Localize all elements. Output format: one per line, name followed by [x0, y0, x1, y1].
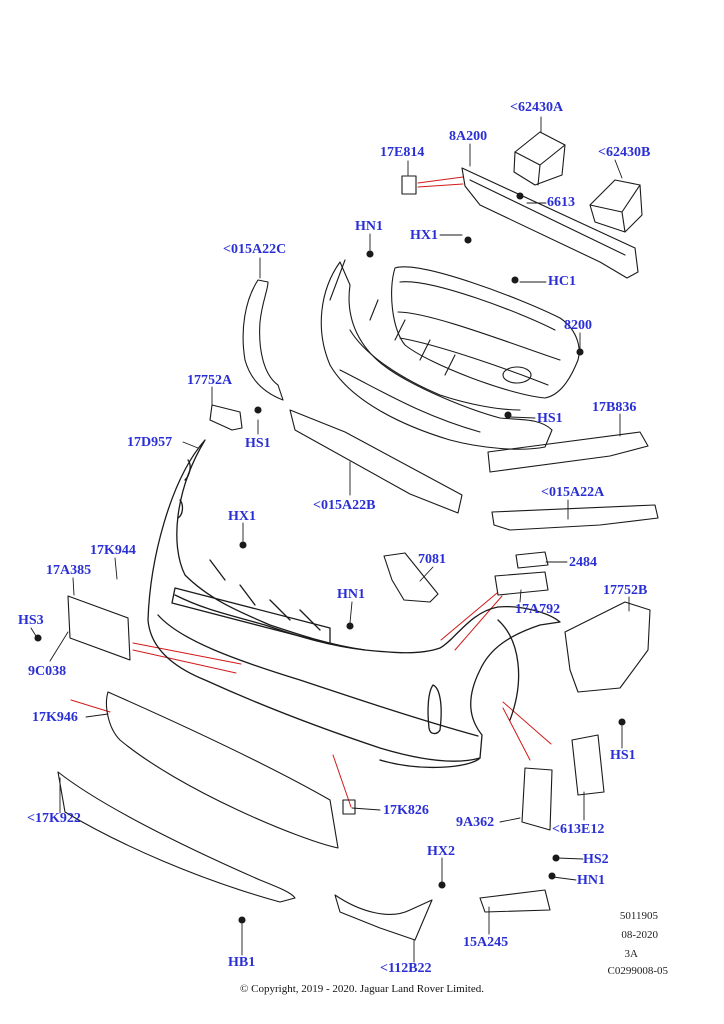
lower-grille-17K946[interactable] — [107, 692, 339, 848]
callout-hs1-a[interactable]: HS1 — [537, 411, 563, 426]
bracket-015A22A[interactable] — [492, 505, 658, 530]
callout-17d957[interactable]: 17D957 — [127, 435, 173, 450]
callout-hn1-bot[interactable]: HN1 — [577, 873, 605, 888]
callout-2484[interactable]: 2484 — [569, 555, 597, 570]
callout-hx1-top[interactable]: HX1 — [410, 228, 438, 243]
callout-62430b[interactable]: <62430B — [598, 145, 651, 160]
bracket-17752A[interactable] — [210, 405, 242, 430]
beam-17B836[interactable] — [488, 432, 648, 472]
red-leader-lines — [70, 176, 552, 808]
callout-hn1-mid[interactable]: HN1 — [337, 587, 365, 602]
callout-17e814[interactable]: 17E814 — [380, 145, 425, 160]
callout-17b836[interactable]: 17B836 — [592, 400, 637, 415]
callout-8a200[interactable]: 8A200 — [449, 129, 488, 144]
callout-17752a[interactable]: 17752A — [187, 373, 233, 388]
front-bumper-cover[interactable] — [148, 440, 560, 767]
front-grille[interactable] — [392, 267, 580, 398]
callout-17752b[interactable]: 17752B — [603, 583, 648, 598]
callout-17k922[interactable]: <17K922 — [27, 811, 81, 826]
bracket-17A792[interactable] — [495, 572, 548, 595]
callout-hn1-top[interactable]: HN1 — [355, 219, 383, 234]
callout-015a22a[interactable]: <015A22A — [541, 485, 605, 500]
black-leader-lines — [30, 116, 630, 963]
callout-17a792[interactable]: 17A792 — [515, 602, 561, 617]
callout-112b22[interactable]: <112B22 — [380, 961, 432, 976]
lamp-613E12[interactable] — [572, 735, 604, 795]
copyright-notice: © Copyright, 2019 - 2020. Jaguar Land Ro… — [240, 983, 484, 995]
callout-hs2[interactable]: HS2 — [583, 852, 609, 867]
callout-015a22c[interactable]: <015A22C — [223, 242, 287, 257]
module-62430B[interactable] — [590, 180, 642, 232]
callout-17a385[interactable]: 17A385 — [46, 563, 92, 578]
catalogue-reference: C0299008-05 — [607, 965, 669, 977]
callout-15a245[interactable]: 15A245 — [463, 935, 509, 950]
bracket-15A245[interactable] — [480, 890, 550, 912]
fasteners — [34, 192, 626, 924]
housing-9A362[interactable] — [522, 768, 552, 830]
callout-17k826[interactable]: 17K826 — [383, 803, 429, 818]
callout-hs1-c[interactable]: HS1 — [610, 748, 636, 763]
absorber-015A22B[interactable] — [290, 410, 462, 513]
drawing-date: 08-2020 — [621, 929, 658, 941]
cap-2484[interactable] — [516, 552, 548, 568]
callout-8200[interactable]: 8200 — [564, 318, 592, 333]
callout-9c038[interactable]: 9C038 — [28, 664, 67, 679]
callout-9a362[interactable]: 9A362 — [456, 815, 495, 830]
callout-hs3[interactable]: HS3 — [18, 613, 44, 628]
reinforcement-bar-8A200[interactable] — [462, 168, 638, 278]
callout-hc1[interactable]: HC1 — [548, 274, 576, 289]
duct-17752B[interactable] — [565, 602, 650, 692]
callout-7081[interactable]: 7081 — [418, 552, 446, 567]
callout-hx1-mid[interactable]: HX1 — [228, 509, 256, 524]
callout-613e12[interactable]: <613E12 — [552, 822, 605, 837]
trim-112B22[interactable] — [335, 895, 432, 940]
callout-hx2[interactable]: HX2 — [427, 844, 455, 859]
callout-hb1[interactable]: HB1 — [228, 955, 256, 970]
radar-bracket-62430A[interactable] — [514, 132, 565, 185]
bracket-015A22C[interactable] — [243, 280, 283, 400]
skid-plate-17K922[interactable] — [58, 772, 295, 902]
clip-17E814[interactable] — [401, 175, 417, 195]
cover-7081[interactable] — [384, 553, 438, 602]
upper-grille-carrier[interactable] — [321, 260, 552, 449]
plate-17A385[interactable] — [68, 596, 130, 660]
callout-17k944[interactable]: 17K944 — [90, 543, 136, 558]
drawing-revision: 3A — [624, 948, 638, 960]
callout-17k946[interactable]: 17K946 — [32, 710, 78, 725]
callout-62430a[interactable]: <62430A — [510, 100, 564, 115]
drawing-number: 5011905 — [619, 910, 658, 922]
bracket-17K826[interactable] — [342, 799, 356, 815]
callout-hs1-b[interactable]: HS1 — [245, 436, 271, 451]
callout-6613[interactable]: 6613 — [547, 195, 575, 210]
callout-015a22b[interactable]: <015A22B — [313, 498, 376, 513]
